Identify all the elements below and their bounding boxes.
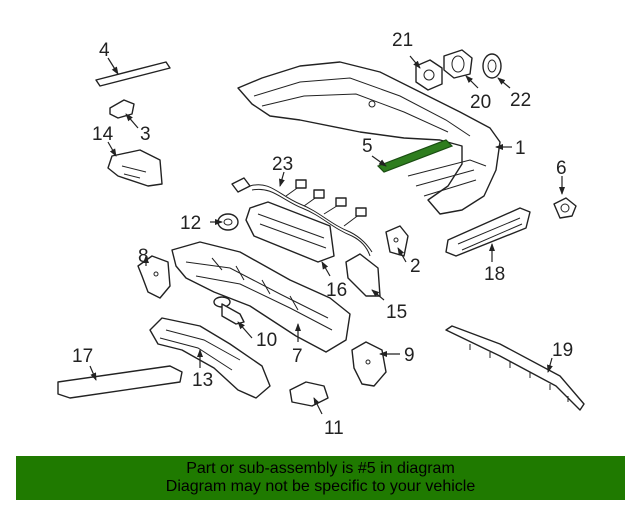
grommet-part-21 <box>415 59 443 91</box>
callout-2: 2 <box>410 256 421 277</box>
callout-8: 8 <box>138 246 149 267</box>
callout-21: 21 <box>392 30 413 51</box>
bracket-part-2 <box>385 225 409 257</box>
callout-14: 14 <box>92 124 114 145</box>
highlighted-part-5 <box>376 139 454 173</box>
molding-strip-part <box>95 61 171 87</box>
bracket-part-9 <box>351 341 387 387</box>
callout-7: 7 <box>292 346 303 367</box>
support-part-13 <box>149 317 271 399</box>
reflector-part-18 <box>445 207 531 257</box>
bracket-part-8 <box>137 255 171 299</box>
callout-numbers: 1 2 3 4 5 6 7 8 9 10 11 12 13 14 15 16 1… <box>72 30 573 439</box>
bolt-part-10 <box>213 296 245 325</box>
parts-diagram: 1 2 3 4 5 6 7 8 9 10 11 12 13 14 15 16 1… <box>57 30 585 439</box>
grommet-part-22 <box>482 53 502 79</box>
absorber-part-16 <box>245 201 335 263</box>
callout-18: 18 <box>484 264 505 285</box>
bumper-cover-part <box>237 61 501 215</box>
leader-lines <box>89 55 565 415</box>
info-banner: Part or sub-assembly is #5 in diagram Di… <box>16 456 625 500</box>
bracket-part-14 <box>107 149 163 187</box>
trim-part-19 <box>445 325 585 411</box>
callout-17: 17 <box>72 346 93 367</box>
callout-1: 1 <box>515 138 526 159</box>
callout-23: 23 <box>272 154 293 175</box>
callout-15: 15 <box>386 302 407 323</box>
banner-line-disclaimer: Diagram may not be specific to your vehi… <box>165 478 476 495</box>
reinforcement-part-7 <box>171 241 351 353</box>
callout-5: 5 <box>362 136 373 157</box>
callout-19: 19 <box>552 340 573 361</box>
molding-part-17 <box>57 365 183 399</box>
callout-13: 13 <box>192 370 213 391</box>
clip-part-3 <box>109 99 135 119</box>
nut-part-12 <box>217 213 239 231</box>
side-piece-part-15 <box>345 253 381 297</box>
callout-6: 6 <box>556 158 567 179</box>
wiring-harness-part <box>231 177 373 257</box>
callout-9: 9 <box>404 345 415 366</box>
callout-3: 3 <box>140 124 151 145</box>
banner-line-part-number: Part or sub-assembly is #5 in diagram <box>186 460 455 477</box>
plug-part-6 <box>553 197 577 219</box>
clip-part-11 <box>289 381 329 407</box>
callout-10: 10 <box>256 330 277 351</box>
grommet-part-20 <box>443 49 473 79</box>
callout-4: 4 <box>99 40 110 61</box>
callout-20: 20 <box>470 92 491 113</box>
callout-12: 12 <box>180 213 201 234</box>
callout-16: 16 <box>326 280 347 301</box>
callout-22: 22 <box>510 90 531 111</box>
callout-11: 11 <box>324 418 344 439</box>
